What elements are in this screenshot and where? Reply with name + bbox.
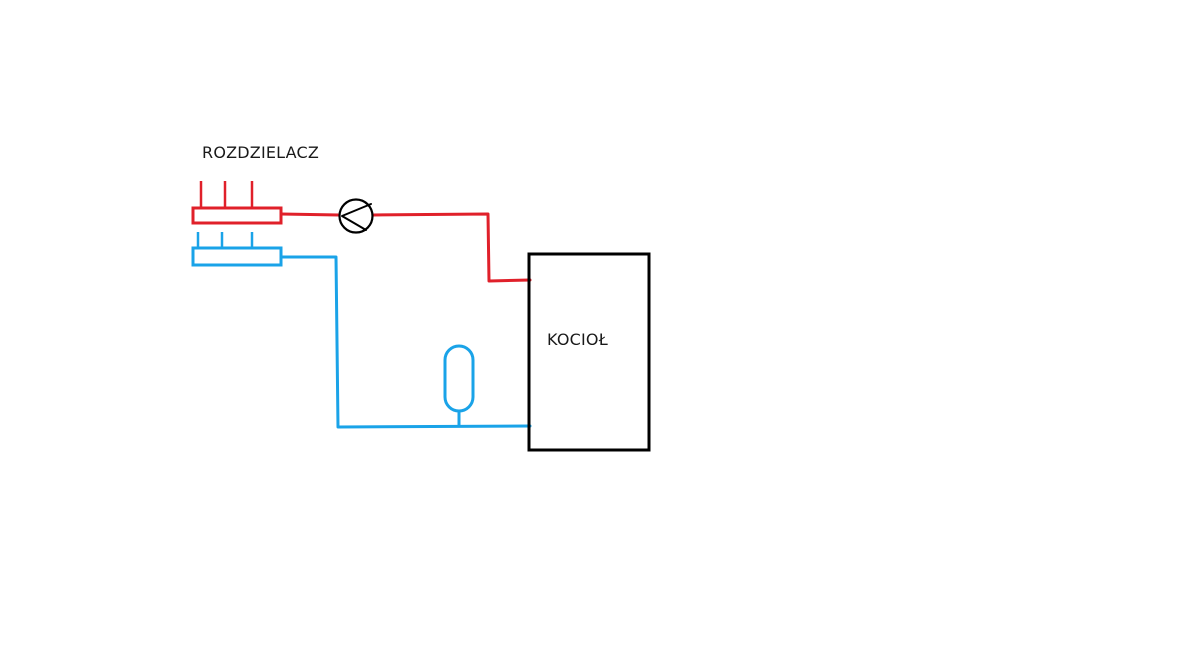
expansion-vessel-icon [443, 344, 475, 426]
boiler-box [527, 252, 651, 452]
manifold-label: ROZDZIELACZ [202, 143, 320, 162]
return-pipe [279, 255, 532, 429]
supply-pipe-to-pump [279, 212, 341, 217]
circulation-pump-icon [338, 198, 374, 234]
return-manifold-bar [191, 246, 283, 267]
supply-pipe-to-boiler [371, 212, 532, 283]
return-manifold [191, 232, 283, 267]
supply-manifold-bar [191, 206, 283, 225]
boiler-label: KOCIOŁ [547, 330, 608, 349]
supply-manifold [191, 181, 283, 225]
